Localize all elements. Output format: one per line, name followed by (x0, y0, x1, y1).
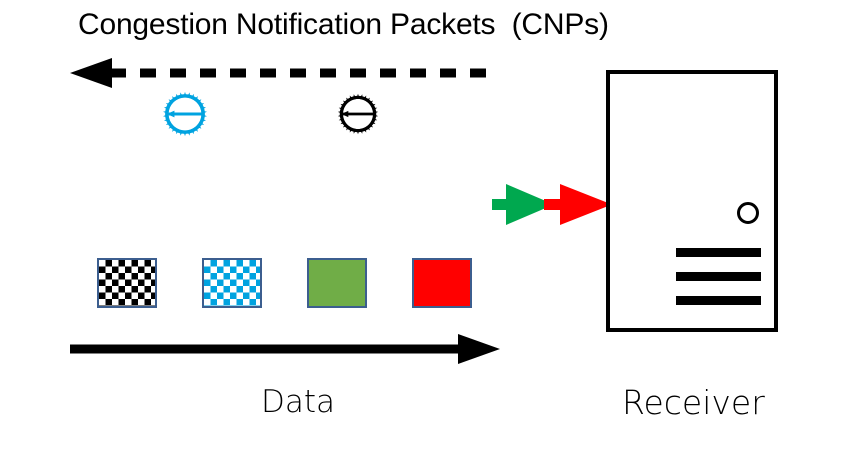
page-title: Congestion Notification Packets (CNPs) (78, 8, 609, 41)
ingress-arrow-group (492, 184, 612, 225)
ingress-arrow-red (544, 184, 612, 225)
packet-checker-black (97, 258, 157, 308)
cnp-token-blue-icon (163, 91, 207, 137)
cnp-flow-arrow (70, 58, 500, 88)
receiver-device (606, 70, 778, 332)
receiver-slot-bar (676, 296, 761, 305)
receiver-led-icon (737, 202, 759, 224)
receiver-label: Receiver (622, 383, 765, 422)
receiver-slot-bar (676, 272, 761, 281)
data-flow-label: Data (261, 384, 336, 420)
ingress-arrow-green (492, 184, 554, 225)
receiver-slot-bar (676, 248, 761, 257)
cnp-token-black-icon (337, 93, 379, 135)
data-flow-arrow (70, 334, 500, 364)
packet-checker-blue (202, 258, 262, 308)
packet-red (412, 258, 472, 308)
packet-green (307, 258, 367, 308)
